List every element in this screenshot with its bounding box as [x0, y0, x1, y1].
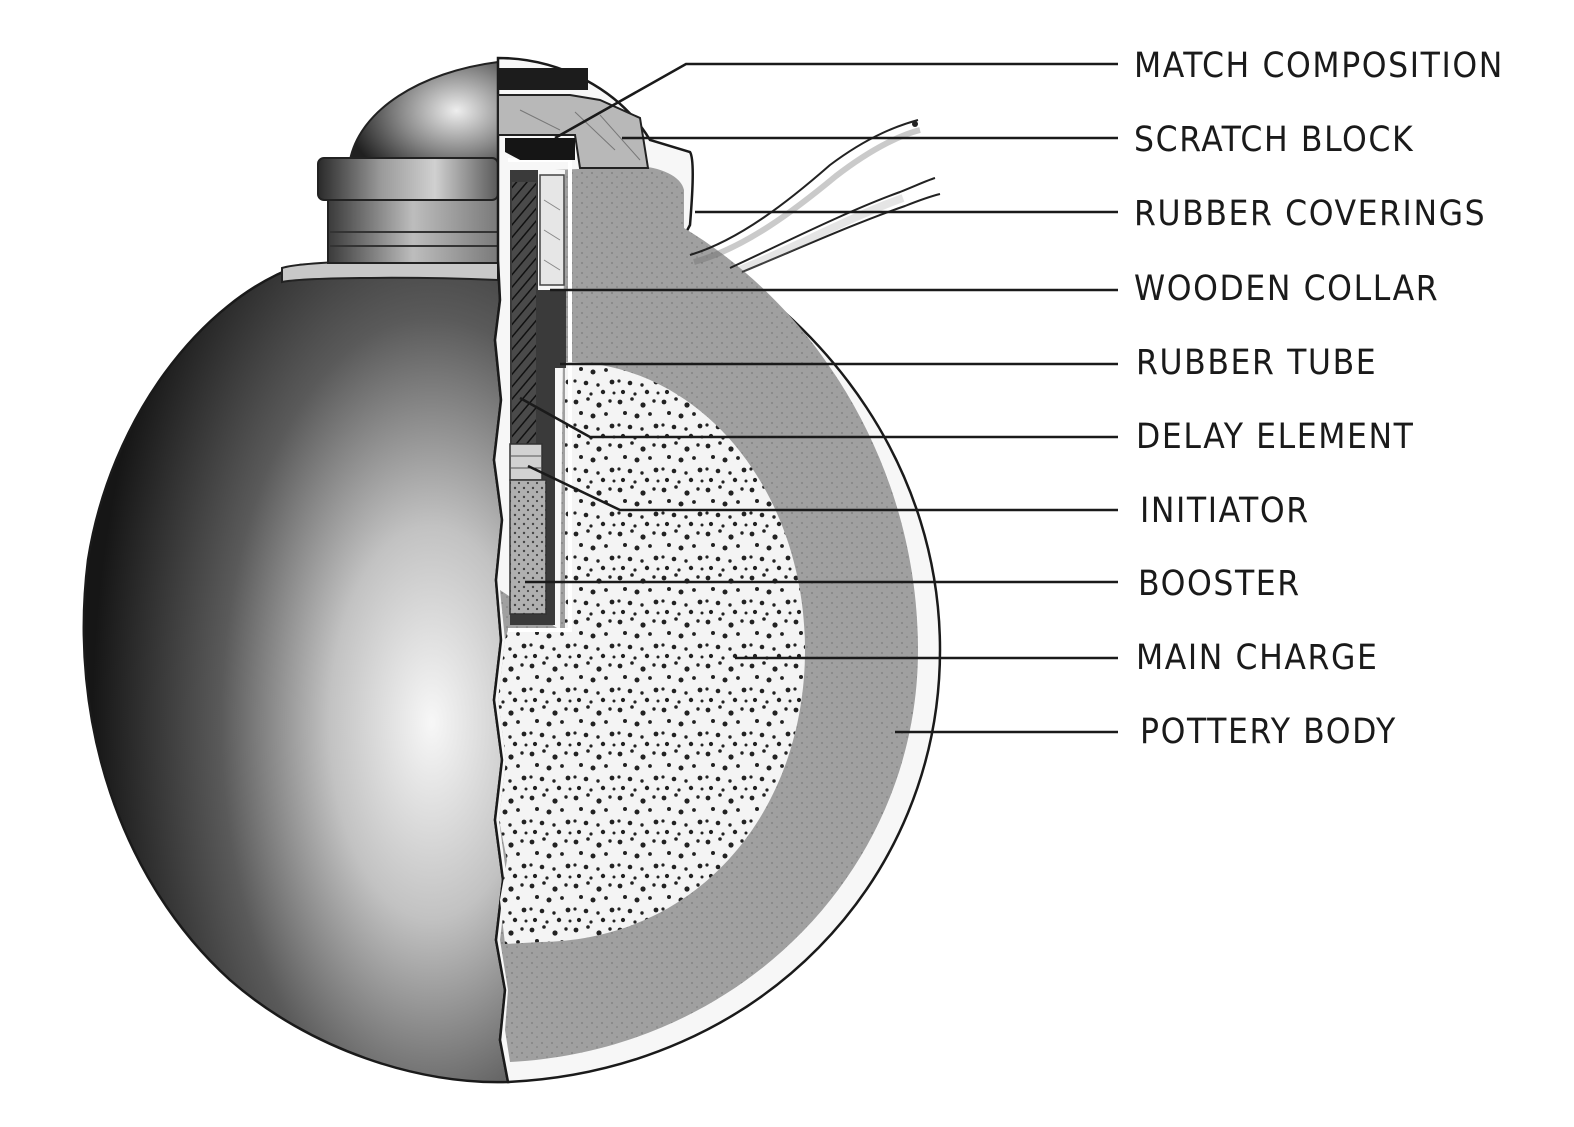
label-initiator: INITIATOR: [1140, 491, 1310, 531]
label-pottery-body: POTTERY BODY: [1140, 712, 1397, 752]
label-booster: BOOSTER: [1138, 564, 1301, 604]
wooden-collar: [539, 174, 565, 286]
label-main-charge: MAIN CHARGE: [1136, 638, 1379, 678]
label-delay-element: DELAY ELEMENT: [1136, 417, 1414, 457]
leader-initiator: [527, 464, 1118, 512]
grenade-illustration: [82, 56, 942, 1084]
outer-shell: [82, 263, 510, 1084]
label-match-composition: MATCH COMPOSITION: [1134, 46, 1504, 86]
leader-match-composition: [554, 62, 1118, 140]
initiator: [509, 443, 543, 481]
cutaway-section: [492, 56, 942, 1084]
booster: [509, 479, 547, 615]
label-wooden-collar: WOODEN COLLAR: [1134, 269, 1439, 309]
leader-lines: [519, 62, 1118, 734]
callout-labels: MATCH COMPOSITION SCRATCH BLOCK RUBBER C…: [1134, 46, 1504, 752]
label-scratch-block: SCRATCH BLOCK: [1134, 120, 1414, 160]
neck-collar: [327, 194, 499, 264]
scratch-block: [497, 94, 650, 169]
pull-strings: [689, 119, 941, 274]
label-rubber-coverings: RUBBER COVERINGS: [1134, 194, 1486, 234]
match-composition: [498, 68, 588, 90]
label-rubber-tube: RUBBER TUBE: [1136, 343, 1377, 383]
leader-delay-element: [519, 396, 1118, 439]
main-charge: [498, 362, 805, 944]
cap: [317, 157, 499, 201]
top-dome: [349, 60, 499, 171]
